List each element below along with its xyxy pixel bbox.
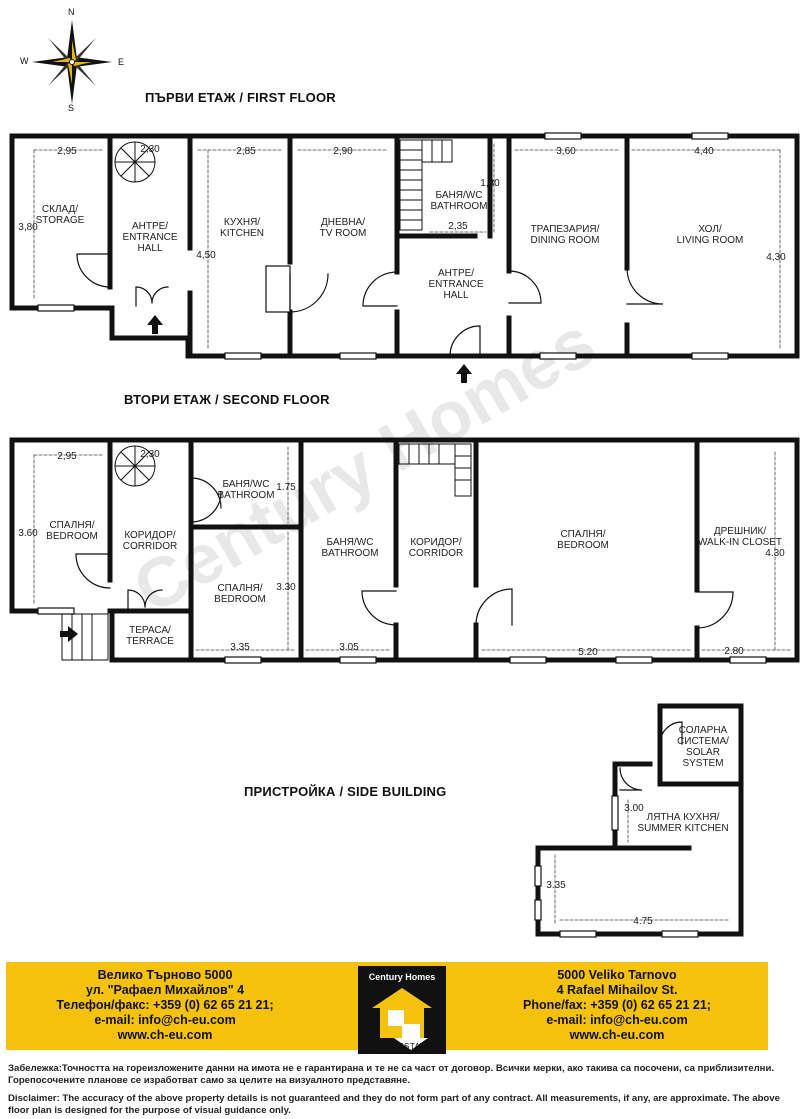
footer-address-en: 5000 Veliko Tarnovo 4 Rafael Mihailov St… xyxy=(472,968,762,1043)
dim-closet-h: 4.30 xyxy=(765,548,785,559)
dim-dining-w: 3,60 xyxy=(556,146,576,157)
dim-bath-h-2: 1.75 xyxy=(276,482,296,493)
dim-bed-small-w: 3.35 xyxy=(230,642,250,653)
dim-main-h: 3.35 xyxy=(546,880,566,891)
room-dining-room: ТРАПЕЗАРИЯ/DINING ROOM xyxy=(531,224,600,246)
footer-bg-line-3: Телефон/факс: +359 (0) 62 65 21 21; xyxy=(56,998,274,1012)
room-living-room: ХОЛ/LIVING ROOM xyxy=(677,224,744,246)
dim-bed-w: 2,95 xyxy=(57,451,77,462)
footer-en-website[interactable]: www.ch-eu.com xyxy=(569,1028,665,1042)
room-bedroom-left: СПАЛНЯ/BEDROOM xyxy=(46,520,98,542)
side-building-windows xyxy=(534,795,699,938)
dim-kitchen-w: 2,85 xyxy=(236,146,256,157)
house-logo-icon xyxy=(372,988,432,1050)
dim-bath-w: 2,35 xyxy=(448,221,468,232)
compass-s: S xyxy=(68,103,75,113)
dim-bath-mid-w: 3.05 xyxy=(339,642,359,653)
dim-living-w: 4,40 xyxy=(694,146,714,157)
dim-closet-w: 2.80 xyxy=(724,646,744,657)
second-floor-title: ВТОРИ ЕТАЖ / SECOND FLOOR xyxy=(124,392,330,407)
second-floor-doors xyxy=(75,477,734,629)
logo-title: Century Homes xyxy=(368,972,436,982)
first-floor-stair xyxy=(399,139,453,231)
compass-n: N xyxy=(68,7,75,17)
dim-bath-h: 1,80 xyxy=(480,178,500,189)
dim-stair-w: 2,30 xyxy=(140,144,160,155)
entrance-arrow-icons xyxy=(60,315,472,642)
footer-en-line-2: 4 Rafael Mihailov St. xyxy=(556,983,678,997)
dim-sk-h: 3.00 xyxy=(624,803,644,814)
room-corridor-mid: КОРИДОР/CORRIDOR xyxy=(409,537,463,559)
side-building-title: ПРИСТРОЙКА / SIDE BUILDING xyxy=(244,784,447,799)
second-floor-spiral-stair xyxy=(114,445,156,487)
disclaimer-en: Disclaimer: The accuracy of the above pr… xyxy=(8,1093,780,1117)
footer-en-line-3: Phone/fax: +359 (0) 62 65 21 21; xyxy=(523,998,711,1012)
dim-tv-w: 2,90 xyxy=(333,146,353,157)
second-floor-labels: СПАЛНЯ/BEDROOM КОРИДОР/CORRIDOR ТЕРАСА/T… xyxy=(18,449,785,658)
dim-storage-w: 2,95 xyxy=(57,146,77,157)
dim-main-w: 4.75 xyxy=(633,916,653,927)
room-tv-room: ДНЕВНА/TV ROOM xyxy=(320,217,367,239)
dim-kitchen-h: 4,50 xyxy=(196,250,216,261)
second-floor-windows xyxy=(37,607,767,664)
room-walk-in-closet: ДРЕШНИК/WALK-IN CLOSET xyxy=(698,526,782,548)
footer-en-email[interactable]: e-mail: info@ch-eu.com xyxy=(546,1013,688,1027)
footer-en-line-1: 5000 Veliko Tarnovo xyxy=(557,968,677,982)
room-bedroom-small: СПАЛНЯ/BEDROOM xyxy=(214,583,266,605)
room-summer-kitchen: ЛЯТНА КУХНЯ/SUMMER KITCHEN xyxy=(637,812,728,834)
dim-bed-h: 3.60 xyxy=(18,528,38,539)
dim-living-h: 4,30 xyxy=(766,252,786,263)
footer-bg-website[interactable]: www.ch-eu.com xyxy=(117,1028,213,1042)
footer-bg-email[interactable]: e-mail: info@ch-eu.com xyxy=(94,1013,236,1027)
compass-rose-icon xyxy=(32,20,112,104)
room-storage: СКЛАД/STORAGE xyxy=(36,204,85,226)
first-floor-spiral-stair xyxy=(114,141,156,183)
second-floor-walls xyxy=(9,437,800,663)
first-floor-title: ПЪРВИ ЕТАЖ / FIRST FLOOR xyxy=(145,90,336,105)
first-floor-doors xyxy=(76,253,664,357)
room-kitchen: КУХНЯ/KITCHEN xyxy=(220,217,264,239)
disclaimer-bg: Забележка:Точността на гореизложените да… xyxy=(8,1063,775,1087)
room-bedroom-big: СПАЛНЯ/BEDROOM xyxy=(557,529,609,551)
compass-e: E xyxy=(118,57,125,67)
dim-storage-h: 3,80 xyxy=(18,222,38,233)
footer-address-bg: Велико Търново 5000 ул. "Рафаел Михайлов… xyxy=(20,968,310,1043)
compass-w: W xyxy=(20,56,29,66)
dimension-lines xyxy=(33,143,791,926)
room-terrace: ТЕРАСА/TERRACE xyxy=(126,625,174,647)
dim-stair-w-2: 2,30 xyxy=(140,449,160,460)
logo-subtitle: REAL ESTATE xyxy=(372,1042,432,1051)
dim-bed-small-h: 3.30 xyxy=(276,582,296,593)
footer-bg-line-1: Велико Търново 5000 xyxy=(97,968,233,982)
first-floor-windows xyxy=(37,132,729,360)
side-building-doors xyxy=(619,721,683,791)
compass xyxy=(22,4,126,114)
dim-bed-big-w: 5.20 xyxy=(578,647,598,658)
footer-bg-line-2: ул. "Рафаел Михайлов" 4 xyxy=(85,983,245,997)
century-homes-logo: Century Homes xyxy=(358,966,446,1054)
room-corridor-left: КОРИДОР/CORRIDOR xyxy=(123,530,177,552)
first-floor-walls xyxy=(9,133,800,359)
